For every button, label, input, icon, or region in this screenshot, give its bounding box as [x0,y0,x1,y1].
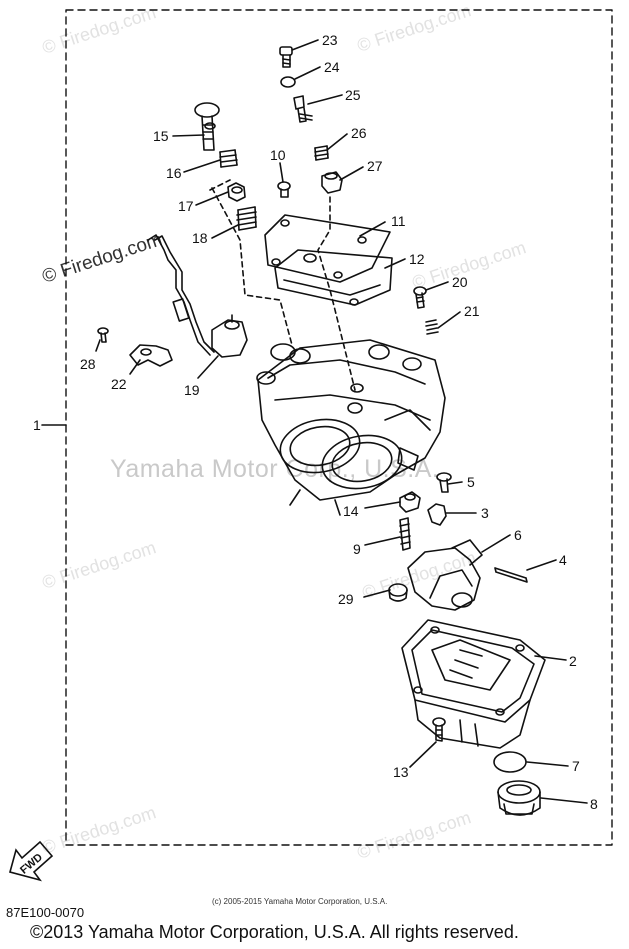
callout-24: 24 [324,59,340,75]
callout-6: 6 [514,527,522,543]
part-3-needle [427,503,447,526]
part-12-gasket [274,249,393,306]
callout-26: 26 [351,125,367,141]
callout-1: 1 [33,417,41,433]
part-7-oring [493,751,527,773]
part-10-screw [277,181,291,198]
part-19-choke [147,234,248,358]
callout-16: 16 [166,165,182,181]
part-4-pin [494,567,528,583]
callout-14: 14 [343,503,359,519]
callout-4: 4 [559,552,567,568]
part-25-screw [293,95,313,123]
callout-22: 22 [111,376,127,392]
part-22-fitting [129,344,173,367]
main-copyright: ©2013 Yamaha Motor Corporation, U.S.A. A… [30,922,519,942]
part-26-spring [314,145,329,161]
part-13-screw [432,717,446,742]
callout-17: 17 [178,198,194,214]
callout-18: 18 [192,230,208,246]
watermark-brand: Yamaha Motor Corp., U.S.A. [110,455,440,483]
callout-10: 10 [270,147,286,163]
callout-8: 8 [590,796,598,812]
callout-20: 20 [452,274,468,290]
callout-29: 29 [338,591,354,607]
callout-11: 11 [391,213,406,229]
assembly-boundary [65,9,613,846]
callout-27: 27 [367,158,383,174]
callout-23: 23 [322,32,338,48]
callout-2: 2 [569,653,577,669]
callout-9: 9 [353,541,361,557]
part-code: 87E100-0070 [6,905,85,920]
part-21-spring [425,319,439,335]
small-copyright: (c) 2005-2015 Yamaha Motor Corporation, … [212,897,388,906]
callout-12: 12 [409,251,425,267]
callout-7: 7 [572,758,580,774]
part-20-screw [413,286,427,309]
part-2-float-bowl [401,619,546,749]
callout-28: 28 [80,356,96,372]
part-15-bolt [194,102,220,151]
part-27-cap [321,171,343,194]
callout-25: 25 [345,87,361,103]
callout-13: 13 [393,764,409,780]
part-28-screw [97,327,109,343]
part-11-plate [264,214,391,283]
callout-3: 3 [481,505,489,521]
part-5-screw [436,472,452,493]
part-9-jet [399,517,411,551]
part-8-plug [497,780,541,816]
callout-19: 19 [184,382,200,398]
part-23-screw [279,46,293,68]
part-6-float [407,539,483,611]
part-18-spring [236,206,257,231]
carburetor-body [256,339,446,516]
part-16-spring [219,149,238,168]
callout-15: 15 [153,128,169,144]
callout-5: 5 [467,474,475,490]
part-24-nut [280,76,296,88]
part-17-washer [227,182,246,202]
callout-21: 21 [464,303,480,319]
fwd-arrow [9,840,54,882]
part-29-washer [388,583,408,602]
part-14-jet [399,491,421,513]
